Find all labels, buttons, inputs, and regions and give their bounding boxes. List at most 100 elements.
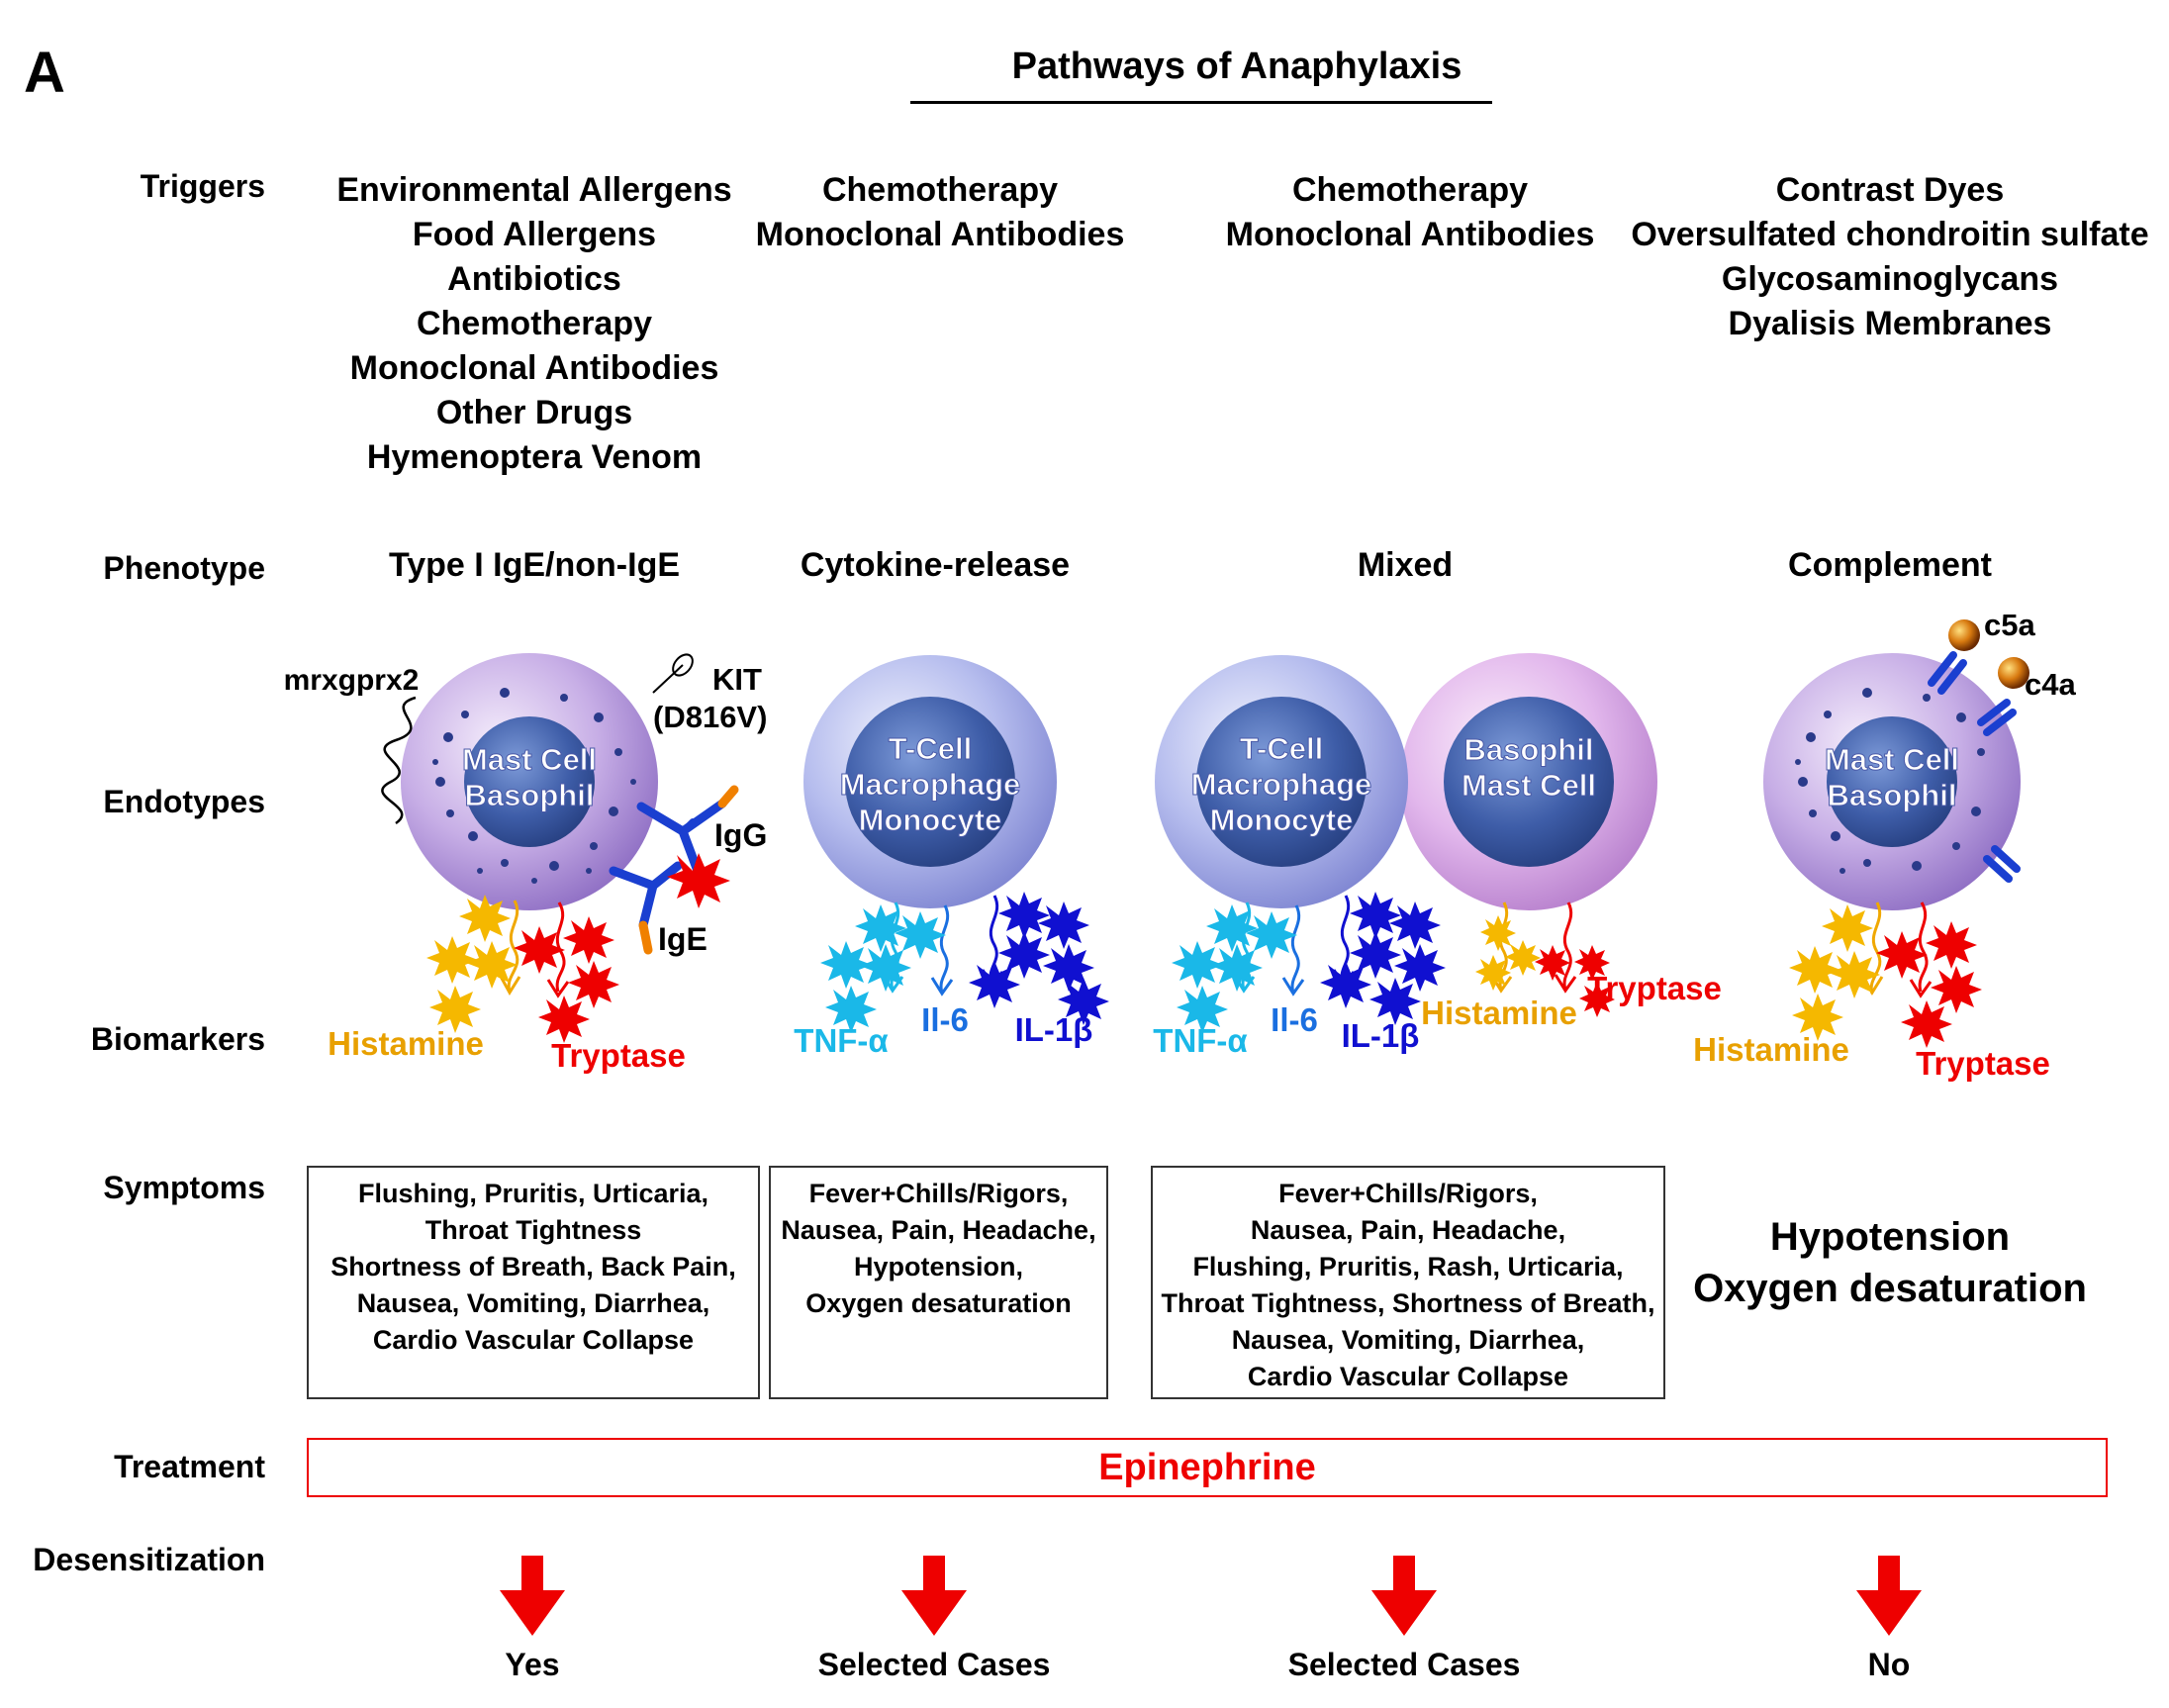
symptoms-complement: Hypotension Oxygen desaturation [1682, 1211, 2098, 1314]
tryptase-stars-4 [1876, 921, 1982, 1048]
desensitization-no: No [1867, 1647, 1911, 1682]
panel-letter: A [24, 41, 65, 105]
desensitization-selected-2: Selected Cases [1287, 1647, 1521, 1682]
t-cell-macrophage-cell-1: T-Cell Macrophage Monocyte [803, 655, 1057, 908]
trigger-item: Chemotherapy [821, 171, 1059, 209]
desensitization-arrows [500, 1556, 1922, 1636]
phenotype-cytokine: Cytokine-release [800, 546, 1071, 584]
row-label-endotypes: Endotypes [103, 784, 265, 819]
tryptase-label-2: Tryptase [1587, 970, 1722, 1006]
il1b-stars-1 [969, 892, 1109, 1025]
symptom-line: Hypotension [1769, 1215, 2011, 1259]
tryptase-stars-2 [1535, 945, 1615, 1017]
monocyte-label-2: Monocyte [1210, 803, 1354, 837]
il6-label-2: Il-6 [1271, 1001, 1318, 1038]
mast-cell-basophil-cell-2: Mast Cell Basophil [1763, 653, 2021, 910]
trigger-item: Other Drugs [435, 394, 633, 431]
histamine-stars-4 [1789, 904, 1880, 1041]
monocyte-label-1: Monocyte [859, 803, 1002, 837]
mrgprx2-receptor-icon [381, 696, 417, 825]
symptom-line: Nausea, Vomiting, Diarrhea, [356, 1288, 710, 1318]
desensitization-selected-1: Selected Cases [817, 1647, 1051, 1682]
desensitization-yes: Yes [505, 1647, 560, 1682]
trigger-item: Monoclonal Antibodies [349, 349, 719, 387]
histamine-stars-2 [1475, 915, 1541, 991]
macrophage-label-1: Macrophage [840, 767, 1021, 802]
il1b-label-1: IL-1β [1015, 1011, 1093, 1048]
trigger-item: Glycosaminoglycans [1721, 260, 2059, 298]
triggers-col-4: Contrast Dyes Oversulfated chondroitin s… [1623, 168, 2157, 346]
arrow-down-icon [500, 1556, 565, 1636]
tryptase-label-1: Tryptase [551, 1037, 686, 1074]
row-label-treatment: Treatment [114, 1449, 265, 1484]
ige-label: IgE [658, 921, 707, 957]
mediator-release-arrows-1 [498, 900, 570, 998]
trigger-item: Contrast Dyes [1775, 171, 2005, 209]
complement-receptor-icons [1928, 651, 2021, 883]
mast-cell-label-1: Mast Cell [462, 742, 597, 777]
trigger-item: Antibiotics [447, 260, 621, 298]
basophil-label-mixed: Basophil [1464, 732, 1594, 767]
symptom-line: Flushing, Pruritis, Urticaria, [357, 1179, 709, 1208]
trigger-item: Hymenoptera Venom [366, 438, 703, 476]
trigger-item: Dyalisis Membranes [1728, 305, 2052, 342]
diagram-title: Pathways of Anaphylaxis [1011, 46, 1462, 87]
trigger-item: Environmental Allergens [336, 171, 732, 209]
kit-label: KIT [712, 662, 762, 697]
trigger-item: Oversulfated chondroitin sulfate [1631, 216, 2149, 253]
il6-label-1: Il-6 [921, 1001, 969, 1038]
symptom-line: Oxygen desaturation [805, 1288, 1072, 1318]
kit-mutation-label: (D816V) [653, 700, 767, 734]
c4a-molecule-icon [1998, 657, 2029, 689]
treatment-box: Epinephrine [307, 1438, 2108, 1497]
c5a-molecule-icon [1948, 619, 1980, 651]
symptom-line: Fever+Chills/Rigors, [1278, 1179, 1538, 1208]
ige-antibody-icon [609, 861, 683, 955]
row-label-symptoms: Symptoms [103, 1170, 265, 1205]
histamine-stars-1 [426, 895, 518, 1033]
symptom-line: Throat Tightness [424, 1215, 642, 1245]
mast-cell-label-2: Mast Cell [1825, 742, 1959, 777]
row-label-desensitization: Desensitization [33, 1542, 265, 1577]
symptom-line: Fever+Chills/Rigors, [808, 1179, 1069, 1208]
tryptase-label-4: Tryptase [1916, 1045, 2050, 1082]
symptoms-box-1: Flushing, Pruritis, Urticaria, Throat Ti… [307, 1166, 760, 1399]
triggers-col-3: Chemotherapy Monoclonal Antibodies [1202, 168, 1618, 257]
basophil-mast-cell-cell: Basophil Mast Cell [1400, 653, 1657, 910]
tnf-label-2: TNF-α [1153, 1022, 1247, 1059]
symptom-line: Nausea, Pain, Headache, [781, 1215, 1096, 1245]
symptoms-box-2: Fever+Chills/Rigors, Nausea, Pain, Heada… [769, 1166, 1108, 1399]
trigger-item: Chemotherapy [1291, 171, 1529, 209]
trigger-item: Monoclonal Antibodies [755, 216, 1125, 253]
symptoms-box-3: Fever+Chills/Rigors, Nausea, Pain, Heada… [1151, 1166, 1665, 1399]
symptom-line: Nausea, Pain, Headache, [1250, 1215, 1566, 1245]
phenotype-type1: Type I IgE/non-IgE [388, 546, 681, 584]
phenotype-complement: Complement [1788, 546, 1992, 584]
tnf-stars-2 [1172, 904, 1297, 1033]
il1b-stars-2 [1320, 892, 1446, 1025]
kit-receptor-icon [652, 653, 694, 694]
arrow-down-icon [1371, 1556, 1437, 1636]
treatment-label: Epinephrine [1098, 1447, 1316, 1488]
symptom-line: Flushing, Pruritis, Rash, Urticaria, [1192, 1252, 1624, 1281]
histamine-label-4: Histamine [1693, 1031, 1849, 1068]
igg-label: IgG [714, 817, 767, 853]
symptom-line: Oxygen desaturation [1693, 1267, 2087, 1310]
tryptase-stars-1 [514, 916, 619, 1043]
symptom-line: Nausea, Vomiting, Diarrhea, [1231, 1325, 1585, 1355]
symptom-line: Throat Tightness, Shortness of Breath, [1161, 1288, 1655, 1318]
arrow-down-icon [1856, 1556, 1922, 1636]
t-cell-label-2: T-Cell [1240, 731, 1323, 766]
arrow-down-icon [901, 1556, 967, 1636]
macrophage-label-2: Macrophage [1191, 767, 1372, 802]
symptom-line: Hypotension, [853, 1252, 1023, 1281]
symptom-line: Shortness of Breath, Back Pain, [330, 1252, 736, 1281]
c4a-label: c4a [2025, 667, 2076, 702]
basophil-label-2: Basophil [1828, 778, 1957, 812]
mast-cell-label-mixed: Mast Cell [1462, 768, 1596, 803]
triggers-col-2: Chemotherapy Monoclonal Antibodies [732, 168, 1148, 257]
triggers-col-1: Environmental Allergens Food Allergens A… [327, 168, 742, 480]
symptom-line: Cardio Vascular Collapse [1247, 1362, 1569, 1391]
allergen-star-icon [667, 853, 730, 908]
